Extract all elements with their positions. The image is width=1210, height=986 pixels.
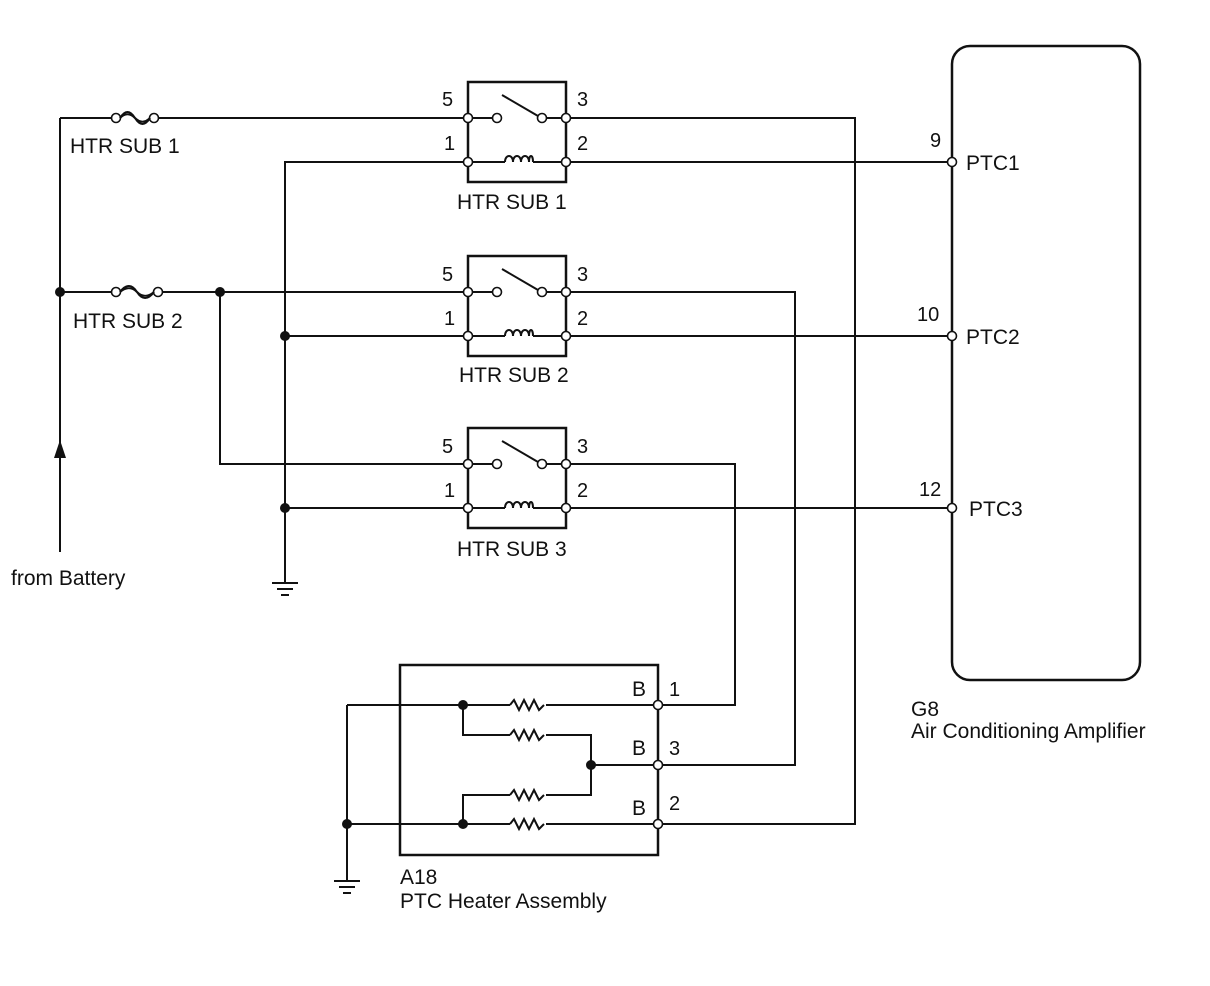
- battery-arrow-icon: [54, 440, 66, 458]
- heater-internal-wiring: [462, 704, 659, 825]
- battery-source-label: from Battery: [11, 567, 126, 590]
- relay-pin-number: 1: [444, 480, 455, 502]
- switch-contact-icon: [501, 268, 539, 291]
- heater-code: A18: [400, 866, 437, 889]
- relay-label: HTR SUB 3: [457, 538, 567, 561]
- switch-contact-icon: [501, 440, 539, 463]
- relay-pin-number: 1: [444, 308, 455, 330]
- relay-pin-number: 3: [577, 264, 588, 286]
- amplifier-pin-name: PTC1: [966, 152, 1020, 175]
- coil-icon: [504, 329, 534, 337]
- relay1-out-wire: [566, 117, 856, 825]
- fuse-icon: [110, 285, 164, 299]
- resistor-icon: [509, 697, 545, 713]
- relay-htr-sub-3: [462, 426, 572, 530]
- relay2-out-wire: [566, 291, 796, 766]
- amplifier-box: [946, 44, 1142, 682]
- amplifier-pin-number: 12: [919, 479, 941, 501]
- relay-pin-number: 5: [442, 89, 453, 111]
- relay-pin-number: 3: [577, 436, 588, 458]
- heater-terminal-letter: B: [632, 737, 646, 760]
- relay-pin-number: 5: [442, 264, 453, 286]
- amplifier-pin-name: PTC2: [966, 326, 1020, 349]
- resistor-icon: [509, 816, 545, 832]
- relay-pin-number: 2: [577, 308, 588, 330]
- relay3-feed-wire: [219, 292, 468, 465]
- coil-icon: [504, 155, 534, 163]
- relay-pin-number: 1: [444, 133, 455, 155]
- heater-terminal-number: 2: [669, 793, 680, 815]
- ptc-heater-box: [398, 663, 664, 857]
- junction-dots: [55, 287, 596, 829]
- relay-pin-number: 2: [577, 133, 588, 155]
- relay-htr-sub-2: [462, 254, 572, 358]
- relay-pin-number: 3: [577, 89, 588, 111]
- ground-icon: [272, 582, 298, 596]
- relay-htr-sub-1: [462, 80, 572, 184]
- switch-contact-icon: [501, 94, 539, 117]
- wires: [54, 117, 952, 880]
- amplifier-name: Air Conditioning Amplifier: [911, 720, 1146, 743]
- ground-icon: [334, 880, 360, 894]
- relay-label: HTR SUB 1: [457, 191, 567, 214]
- resistor-icon: [509, 727, 545, 743]
- relay3-out-wire: [566, 463, 736, 706]
- heater-name: PTC Heater Assembly: [400, 890, 607, 913]
- fuse-label: HTR SUB 1: [70, 135, 180, 158]
- relay-pin-number: 2: [577, 480, 588, 502]
- amplifier-pin-number: 9: [930, 130, 941, 152]
- fuse-label: HTR SUB 2: [73, 310, 183, 333]
- amplifier-pin-name: PTC3: [969, 498, 1023, 521]
- heater-terminal-number: 3: [669, 738, 680, 760]
- relay-label: HTR SUB 2: [459, 364, 569, 387]
- fuse-icon: [110, 111, 160, 125]
- coil-ground-bus: [284, 161, 468, 582]
- coil-icon: [504, 501, 534, 509]
- relay-pin-number: 5: [442, 436, 453, 458]
- amplifier-code: G8: [911, 698, 939, 721]
- resistor-icon: [509, 787, 545, 803]
- heater-terminal-letter: B: [632, 678, 646, 701]
- heater-ground-wire: [346, 704, 463, 880]
- heater-terminal-letter: B: [632, 797, 646, 820]
- heater-terminal-number: 1: [669, 679, 680, 701]
- amplifier-pin-number: 10: [917, 304, 939, 326]
